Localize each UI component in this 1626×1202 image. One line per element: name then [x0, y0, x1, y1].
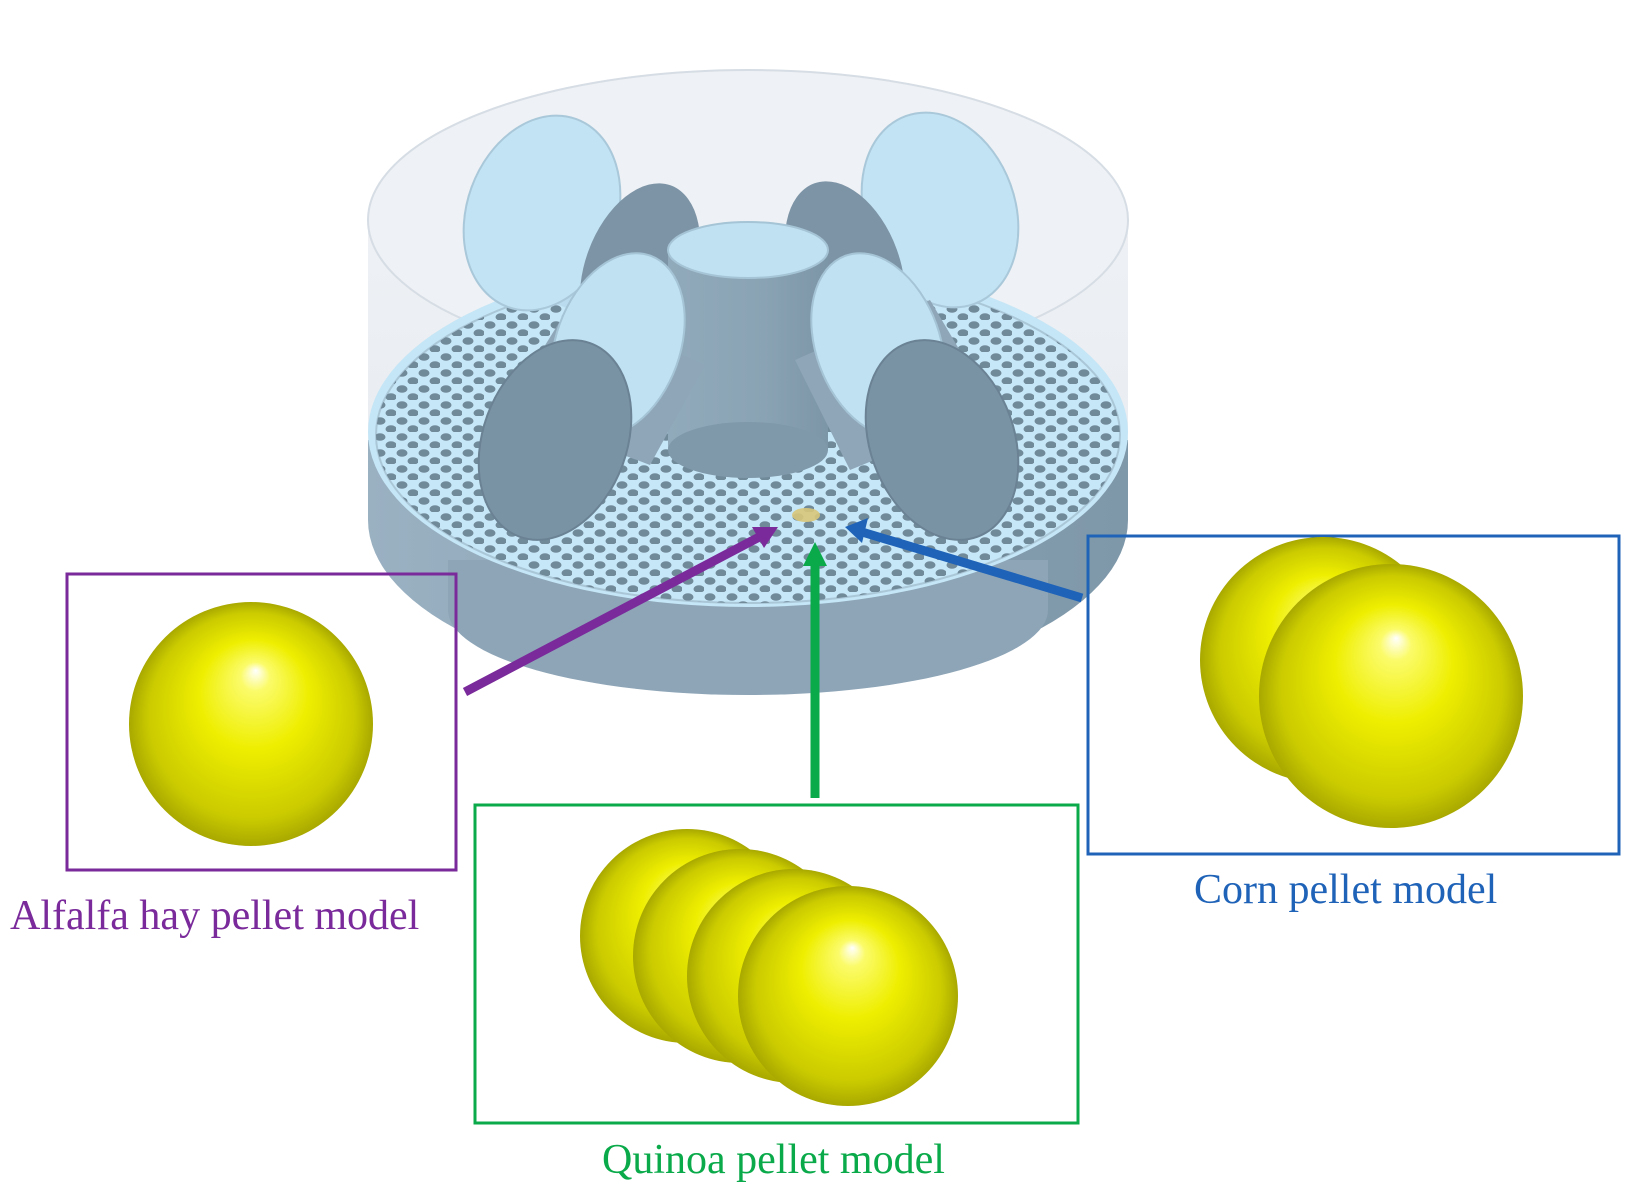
central-hub — [667, 221, 829, 478]
alfalfa-callout-box — [65, 572, 458, 872]
quinoa-label: Quinoa pellet model — [602, 1137, 945, 1183]
alfalfa-label: Alfalfa hay pellet model — [10, 893, 420, 939]
roller-front-left — [477, 252, 705, 541]
corn-arrow — [845, 518, 1084, 603]
corn-pellet-spheres — [1200, 537, 1523, 828]
pellet-cluster — [792, 508, 820, 522]
quinoa-arrow — [803, 542, 827, 798]
quinoa-pellet-spheres — [580, 829, 958, 1106]
alfalfa-pellet-sphere — [129, 602, 373, 846]
alfalfa-arrow — [462, 527, 778, 696]
roller-front-right — [795, 252, 1020, 541]
corn-label: Corn pellet model — [1194, 867, 1498, 913]
corn-callout-box — [1086, 534, 1621, 856]
quinoa-callout-box — [473, 803, 1080, 1125]
